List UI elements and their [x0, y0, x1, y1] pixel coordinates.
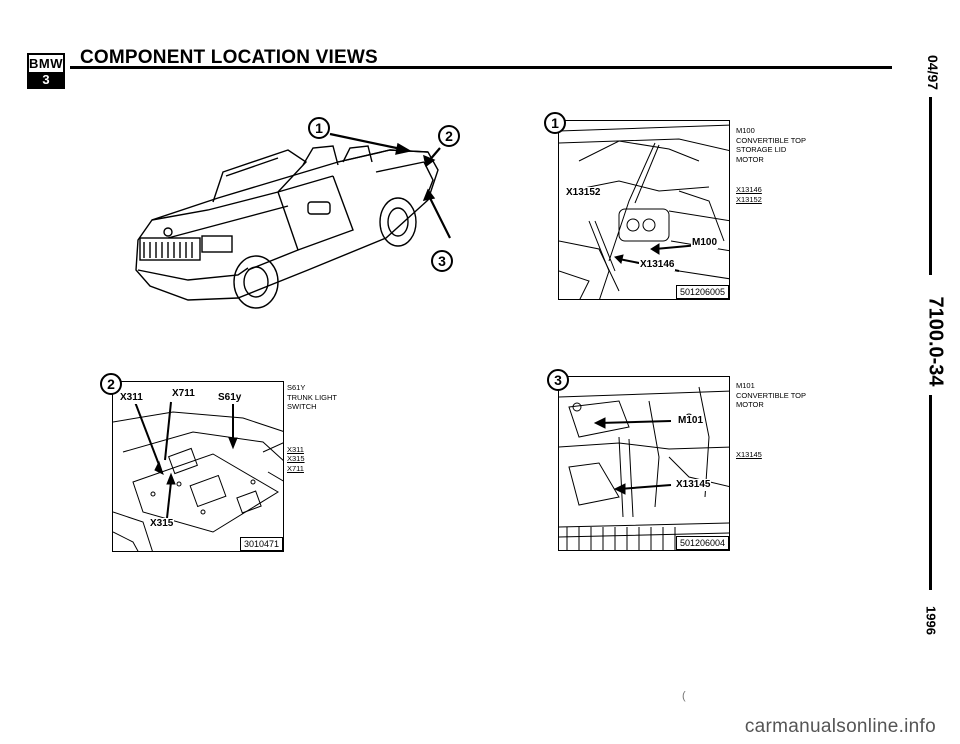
convertible-car-drawing — [135, 132, 451, 309]
view-2-label-x311: X311 — [119, 392, 144, 404]
bmw-logo: BMW 3 — [27, 53, 65, 89]
overview-callout-1: 1 — [308, 117, 330, 139]
view-1-callout: 1 — [544, 112, 566, 134]
view-1-label-x13146: X13146 — [639, 259, 676, 271]
legend-desc-s61y-2: SWITCH — [287, 402, 317, 411]
watermark: carmanualsonline.info — [744, 716, 936, 737]
view-1-drawing — [559, 124, 729, 299]
view-3-label-m101: M101 — [677, 415, 705, 427]
margin-rule-2 — [929, 395, 932, 590]
legend-code-x311: X311 — [287, 444, 304, 454]
car-overview-illustration — [128, 110, 476, 310]
view-1-figure-number: 501206005 — [675, 285, 729, 299]
view-2-label-s61y: S61y — [217, 392, 243, 404]
view-2-legend: S61y TRUNK LIGHT SWITCH X311 X315 X711 — [287, 383, 337, 473]
margin-rule-1 — [929, 97, 932, 275]
footer-mark: ( — [682, 690, 686, 702]
logo-brand: BMW — [29, 55, 63, 72]
legend-desc-m101-1: CONVERTIBLE TOP — [736, 390, 807, 400]
legend-code-m101: M101 — [736, 381, 755, 390]
view-2-callout: 2 — [100, 373, 122, 395]
view-3-callout: 3 — [547, 369, 569, 391]
legend-code-x13152: X13152 — [736, 194, 762, 204]
view-2-panel: X311 X711 S61y X315 3010471 — [112, 381, 284, 552]
legend-code-x13146: X13146 — [736, 185, 762, 194]
legend-code-x711: X711 — [287, 463, 304, 473]
legend-desc-m100-2: STORAGE LID — [736, 145, 787, 154]
title-rule — [70, 66, 892, 69]
view-2-label-x711: X711 — [171, 388, 196, 400]
view-3-drawing — [559, 386, 729, 550]
view-2-label-x315: X315 — [149, 518, 175, 530]
view-3-legend: M101 CONVERTIBLE TOP MOTOR X13145 — [736, 381, 806, 459]
overview-callout-3: 3 — [431, 250, 453, 272]
view-1-label-x13152: X13152 — [565, 187, 602, 199]
legend-code-m100: M100 — [736, 126, 755, 135]
legend-desc-m100-1: CONVERTIBLE TOP — [736, 135, 807, 145]
overview-callout-2: 2 — [438, 125, 460, 147]
view-1-legend: M100 CONVERTIBLE TOP STORAGE LID MOTOR X… — [736, 126, 806, 204]
legend-desc-s61y-1: TRUNK LIGHT — [287, 392, 338, 402]
view-1-panel: X13152 M100 X13146 501206005 — [558, 120, 730, 300]
view-3-panel: M101 X13145 501206004 — [558, 376, 730, 551]
view-1-label-m100: M100 — [691, 237, 719, 249]
legend-desc-m100-3: MOTOR — [736, 154, 764, 164]
margin-doc-number: 7100.0-34 — [924, 296, 947, 387]
logo-series: 3 — [42, 72, 50, 87]
legend-code-s61y: S61y — [287, 383, 306, 392]
view-3-figure-number: 501206004 — [675, 536, 729, 550]
view-2-drawing — [113, 401, 283, 551]
legend-desc-m101-2: MOTOR — [736, 400, 764, 409]
legend-code-x315: X315 — [287, 454, 305, 463]
margin-year: 1996 — [923, 606, 939, 635]
legend-code-x13145: X13145 — [736, 449, 762, 459]
view-3-label-x13145: X13145 — [675, 479, 712, 491]
view-2-figure-number: 3010471 — [239, 537, 283, 551]
page-title: COMPONENT LOCATION VIEWS — [80, 47, 378, 68]
margin-date: 04/97 — [925, 55, 941, 91]
